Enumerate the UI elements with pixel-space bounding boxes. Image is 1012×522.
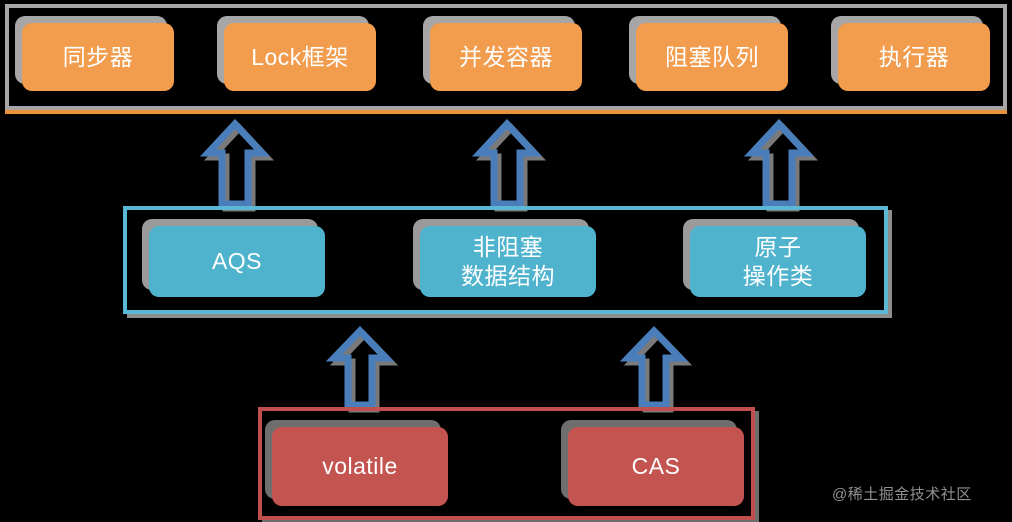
arrow-stroke (743, 118, 815, 208)
node-nonblocking-datastructure[interactable]: 非阻塞 数据结构 (420, 226, 596, 297)
api-layer-frame (5, 4, 1007, 114)
arrow-shadow (329, 329, 399, 413)
node-synchronizer-label: 同步器 (62, 43, 134, 70)
node-executor[interactable]: 执行器 (838, 23, 990, 91)
node-blocking-queue-label: 阻塞队列 (665, 43, 759, 70)
node-atomic-operations[interactable]: 原子 操作类 (690, 226, 866, 297)
arrow-up-cas-to-core (619, 325, 693, 413)
arrow-stroke (619, 325, 689, 409)
node-executor-label: 执行器 (878, 43, 950, 70)
node-aqs-label: AQS (211, 248, 263, 275)
node-lock-framework-label: Lock框架 (251, 43, 349, 70)
node-cas-label: CAS (631, 453, 681, 480)
arrow-shadow (623, 329, 693, 413)
node-aqs[interactable]: AQS (149, 226, 325, 297)
core-layer-frame (123, 206, 888, 314)
node-cas[interactable]: CAS (568, 427, 744, 506)
arrow-stroke (199, 118, 271, 208)
node-volatile[interactable]: volatile (272, 427, 448, 506)
arrow-up-aqs-to-api (199, 118, 275, 212)
node-concurrent-container-label: 并发容器 (459, 43, 553, 70)
node-blocking-queue[interactable]: 阻塞队列 (636, 23, 788, 91)
arrow-shadow (747, 122, 819, 212)
arrow-stroke (325, 325, 395, 409)
node-atomic-operations-label: 原子 操作类 (742, 234, 814, 289)
node-concurrent-container[interactable]: 并发容器 (430, 23, 582, 91)
arrow-up-volatile-to-core (325, 325, 399, 413)
arrow-up-atomic-to-api (743, 118, 819, 212)
node-volatile-label: volatile (322, 453, 398, 480)
node-lock-framework[interactable]: Lock框架 (224, 23, 376, 91)
arrow-shadow (475, 122, 547, 212)
arrow-shadow (203, 122, 275, 212)
base-layer-frame (258, 407, 755, 520)
arrow-stroke (471, 118, 543, 208)
node-synchronizer[interactable]: 同步器 (22, 23, 174, 91)
watermark: @稀土掘金技术社区 (832, 486, 972, 503)
node-nonblocking-datastructure-label: 非阻塞 数据结构 (461, 234, 555, 289)
arrow-up-nonblocking-to-api (471, 118, 547, 212)
